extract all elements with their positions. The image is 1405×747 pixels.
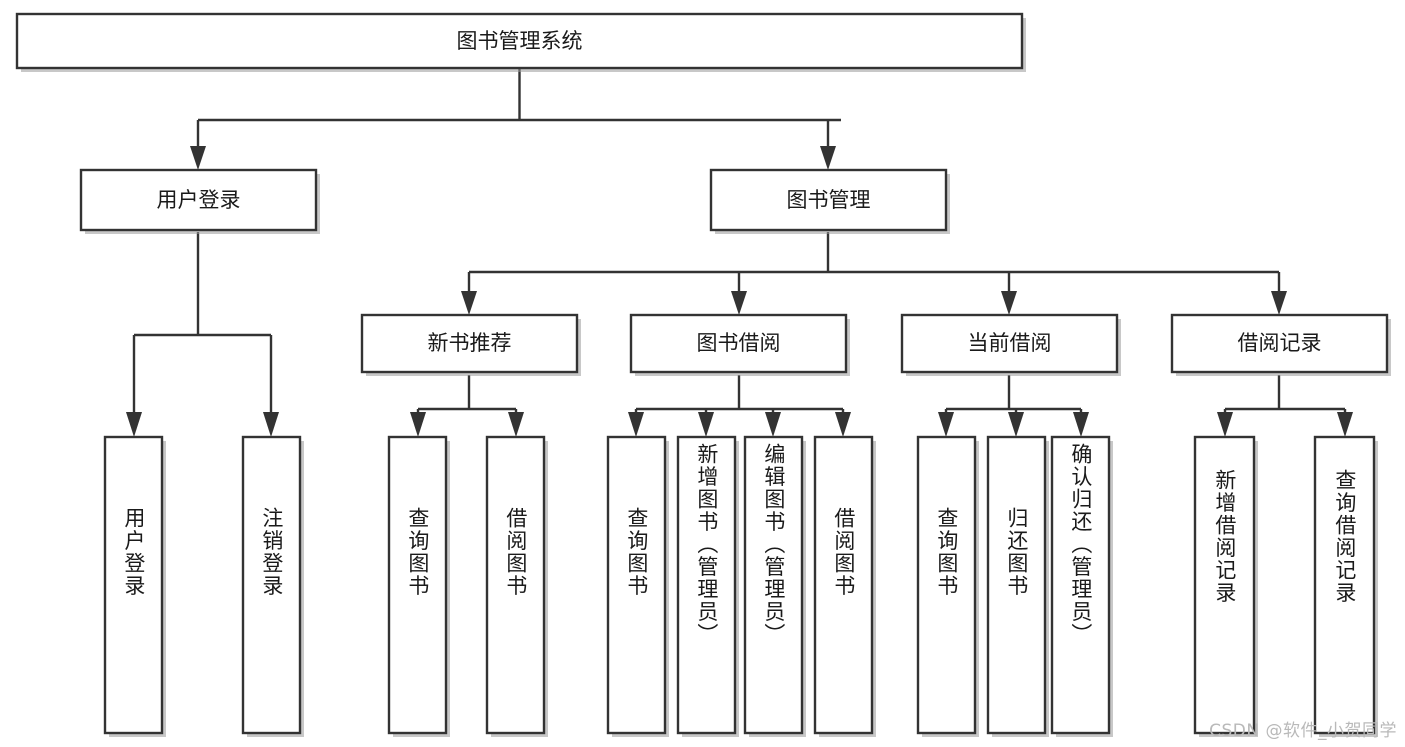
node-label-book-manage: 图书管理 [787, 188, 871, 212]
node-label-borrow-record: 借阅记录 [1238, 331, 1322, 355]
node-root-system[interactable]: 图书管理系统 [15, 12, 1026, 72]
node-current-borrow[interactable]: 当前借阅 [900, 313, 1121, 376]
watermark-text: CSDN @软件_小贺同学 [1209, 721, 1397, 741]
leaf-node-borrow-record-1[interactable] [1313, 435, 1378, 737]
leaf-node-current-borrow-2[interactable] [1050, 435, 1113, 737]
node-book-manage[interactable]: 图书管理 [709, 168, 950, 234]
node-label-book-borrow: 图书借阅 [697, 331, 781, 355]
node-label-user-login: 用户登录 [157, 188, 241, 212]
connector-group-borrow-record [1217, 375, 1353, 437]
leaf-node-book-borrow-0[interactable] [606, 435, 669, 737]
leaf-node-current-borrow-1[interactable] [986, 435, 1049, 737]
node-book-borrow[interactable]: 图书借阅 [629, 313, 850, 376]
leaf-node-book-borrow-1[interactable] [676, 435, 739, 737]
connector-group-user-login [126, 232, 279, 437]
leaf-node-borrow-record-0[interactable] [1193, 435, 1258, 737]
node-label-current-borrow: 当前借阅 [968, 331, 1052, 355]
node-user-login[interactable]: 用户登录 [79, 168, 320, 234]
leaf-node-current-borrow-0[interactable] [916, 435, 979, 737]
node-label-new-book-recommend: 新书推荐 [428, 331, 512, 355]
leaf-node-user-login-0[interactable] [103, 435, 166, 737]
connector-group-book-borrow [628, 375, 851, 437]
leaf-node-book-borrow-3[interactable] [813, 435, 876, 737]
connector-group-new-book [410, 375, 524, 437]
connector-group-current-borrow [938, 375, 1089, 437]
node-borrow-record[interactable]: 借阅记录 [1170, 313, 1391, 376]
node-new-book-recommend[interactable]: 新书推荐 [360, 313, 581, 376]
leaf-node-new-book-1[interactable] [485, 435, 548, 737]
leaf-node-book-borrow-2[interactable] [743, 435, 806, 737]
leaf-node-new-book-0[interactable] [387, 435, 450, 737]
connector-group-book-manage [461, 232, 1287, 315]
connector-group-root [190, 68, 841, 170]
leaf-node-user-login-1[interactable] [241, 435, 304, 737]
node-label-root: 图书管理系统 [457, 29, 583, 53]
